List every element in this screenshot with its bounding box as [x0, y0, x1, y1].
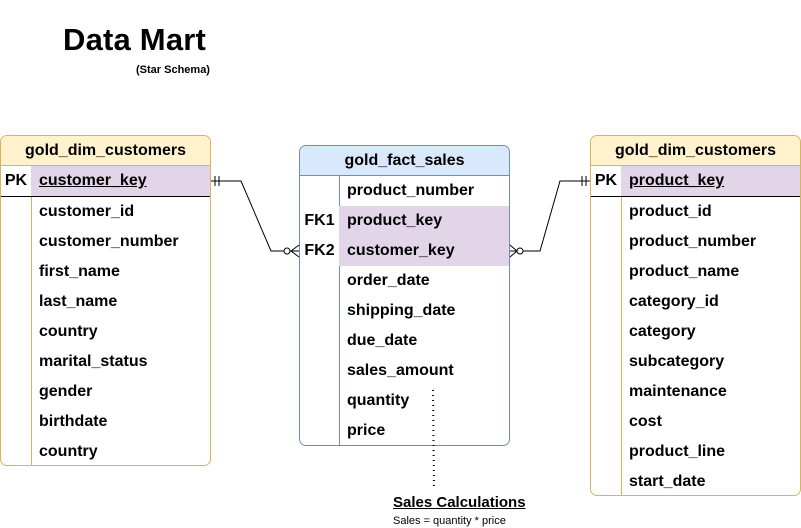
- field-name: customer_id: [39, 203, 135, 220]
- sales-calculations-formula: Sales = quantity * price: [393, 515, 506, 527]
- table-row[interactable]: product_number: [591, 227, 800, 257]
- table-row[interactable]: country: [1, 317, 210, 347]
- table-row[interactable]: product_line: [591, 437, 800, 467]
- field-name: product_number: [629, 233, 757, 250]
- key-column-divider: [339, 176, 340, 445]
- field-name: subcategory: [629, 353, 725, 370]
- key-indicator: FK1: [304, 212, 335, 229]
- field-name: sales_amount: [347, 362, 454, 379]
- table-header: gold_dim_customers: [591, 136, 800, 166]
- field-name: quantity: [347, 392, 410, 409]
- table-row[interactable]: order_date: [300, 266, 509, 296]
- field-name: shipping_date: [347, 302, 456, 319]
- table-row[interactable]: product_id: [591, 197, 800, 227]
- table-row[interactable]: start_date: [591, 467, 800, 495]
- table-row[interactable]: category: [591, 317, 800, 347]
- field-name: due_date: [347, 332, 418, 349]
- sales-calculations-title: Sales Calculations: [393, 494, 526, 511]
- field-name: maintenance: [629, 383, 727, 400]
- field-name: customer_key: [31, 166, 210, 196]
- table-row[interactable]: quantity: [300, 386, 509, 416]
- field-name: customer_key: [339, 236, 509, 266]
- key-indicator: FK2: [304, 242, 335, 259]
- relationship-products-sales: [509, 176, 590, 258]
- table-row[interactable]: customer_number: [1, 227, 210, 257]
- table-row[interactable]: country: [1, 437, 210, 465]
- field-name: start_date: [629, 473, 706, 490]
- field-name: product_name: [629, 263, 740, 280]
- key-column-divider: [621, 166, 622, 495]
- field-name: order_date: [347, 272, 430, 289]
- table-row[interactable]: maintenance: [591, 377, 800, 407]
- field-name: gender: [39, 383, 93, 400]
- table-row[interactable]: birthdate: [1, 407, 210, 437]
- table-row[interactable]: sales_amount: [300, 356, 509, 386]
- field-name: last_name: [39, 293, 118, 310]
- field-name: category: [629, 323, 696, 340]
- field-name: country: [39, 323, 98, 340]
- table-row[interactable]: customer_id: [1, 197, 210, 227]
- field-name: marital_status: [39, 353, 148, 370]
- field-name: product_number: [347, 182, 475, 199]
- table-row[interactable]: marital_status: [1, 347, 210, 377]
- relationship-customers-sales: [211, 176, 300, 258]
- field-name: customer_number: [39, 233, 179, 250]
- field-name: price: [347, 422, 386, 439]
- annotation-connector: [432, 389, 435, 491]
- table-row[interactable]: category_id: [591, 287, 800, 317]
- table-row[interactable]: first_name: [1, 257, 210, 287]
- field-name: product_key: [339, 206, 509, 236]
- key-indicator: PK: [4, 172, 28, 189]
- field-name: product_key: [621, 166, 800, 196]
- table-header: gold_dim_customers: [1, 136, 210, 166]
- field-name: cost: [629, 413, 662, 430]
- table-row[interactable]: last_name: [1, 287, 210, 317]
- field-name: product_id: [629, 203, 712, 220]
- table-row[interactable]: price: [300, 416, 509, 445]
- key-column-divider: [31, 166, 32, 465]
- table-row[interactable]: product_name: [591, 257, 800, 287]
- diagram-title: Data Mart: [63, 22, 207, 57]
- diagram-subtitle: (Star Schema): [136, 64, 210, 76]
- field-name: first_name: [39, 263, 120, 280]
- table-row[interactable]: gender: [1, 377, 210, 407]
- table-row[interactable]: product_number: [300, 176, 509, 206]
- field-name: product_line: [629, 443, 726, 460]
- key-indicator: PK: [594, 172, 618, 189]
- table-header: gold_fact_sales: [300, 146, 509, 176]
- table-row[interactable]: due_date: [300, 326, 509, 356]
- table-row[interactable]: subcategory: [591, 347, 800, 377]
- field-name: birthdate: [39, 413, 108, 430]
- table-row[interactable]: shipping_date: [300, 296, 509, 326]
- field-name: country: [39, 443, 98, 460]
- table-row[interactable]: cost: [591, 407, 800, 437]
- field-name: category_id: [629, 293, 719, 310]
